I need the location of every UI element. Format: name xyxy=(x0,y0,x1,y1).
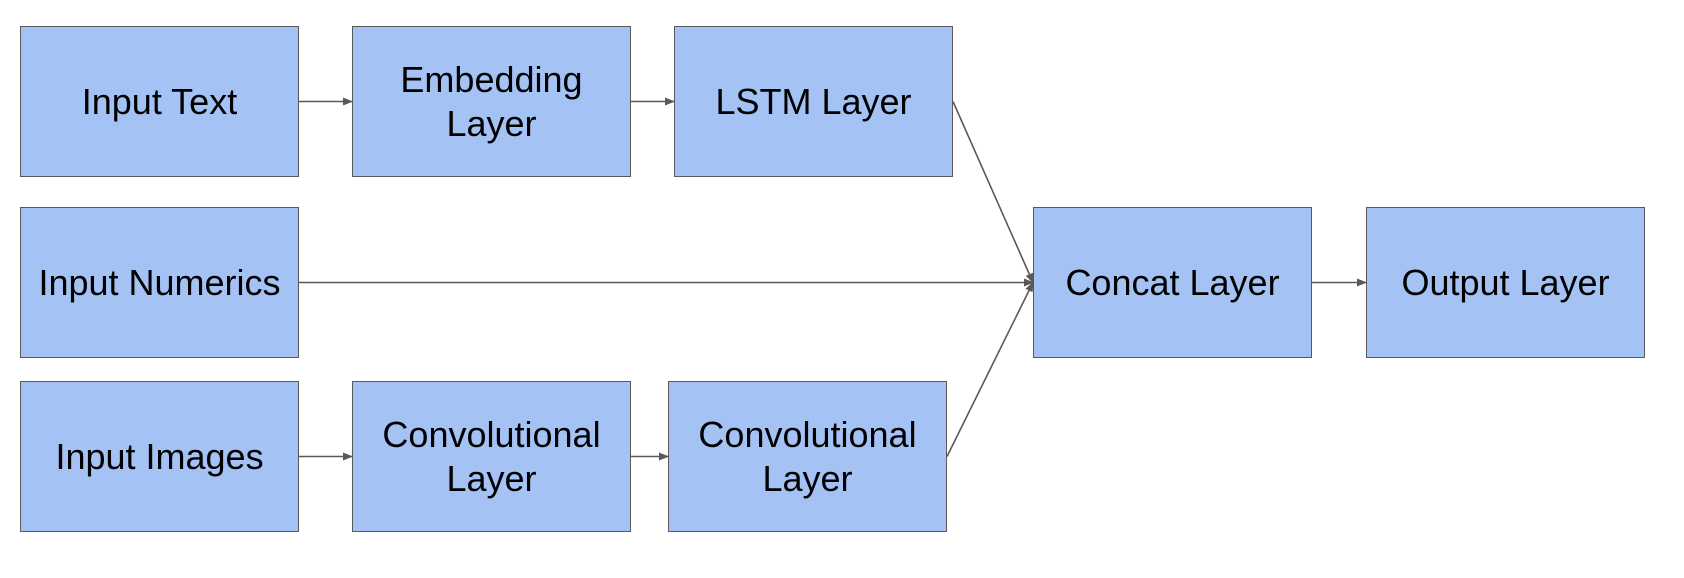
node-input-images-label: Input Images xyxy=(55,435,264,477)
node-convolutional-layer-1-label: Convolutional Layer xyxy=(382,413,601,499)
node-input-text-label: Input Text xyxy=(81,80,238,122)
node-input-text: Input Text xyxy=(20,26,299,177)
node-lstm-layer-label: LSTM Layer xyxy=(715,80,912,122)
node-input-numerics: Input Numerics xyxy=(20,207,299,358)
node-output-layer: Output Layer xyxy=(1366,207,1645,358)
node-convolutional-layer-2-label: Convolutional Layer xyxy=(698,413,917,499)
node-input-numerics-label: Input Numerics xyxy=(38,261,281,303)
node-input-images: Input Images xyxy=(20,381,299,532)
node-embedding-layer-label: Embedding Layer xyxy=(400,58,583,144)
node-convolutional-layer-1: Convolutional Layer xyxy=(352,381,631,532)
node-concat-layer: Concat Layer xyxy=(1033,207,1312,358)
arrow-conv-2-to-concat xyxy=(946,281,1034,457)
arrow-lstm-to-concat xyxy=(952,101,1034,284)
node-convolutional-layer-2: Convolutional Layer xyxy=(668,381,947,532)
node-lstm-layer: LSTM Layer xyxy=(674,26,953,177)
node-embedding-layer: Embedding Layer xyxy=(352,26,631,177)
node-output-layer-label: Output Layer xyxy=(1401,261,1610,303)
node-concat-layer-label: Concat Layer xyxy=(1065,261,1280,303)
